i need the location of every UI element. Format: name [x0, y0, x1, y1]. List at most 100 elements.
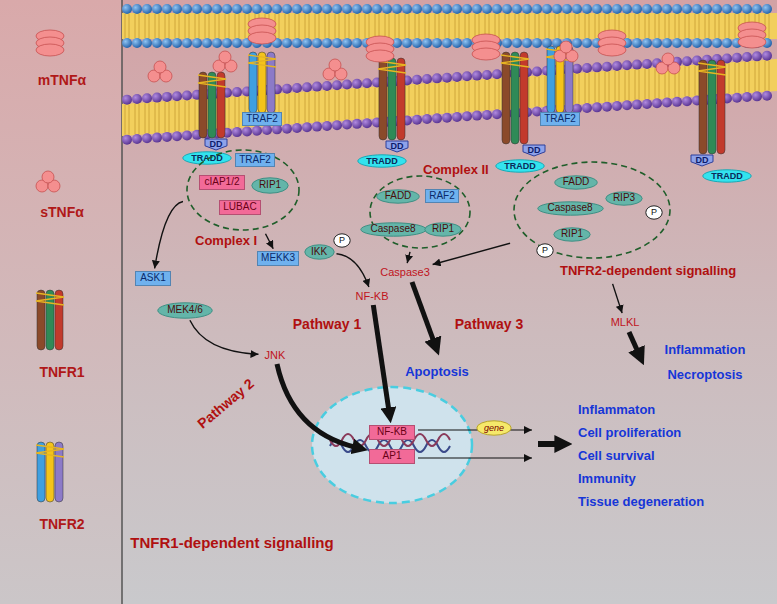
lipid-head	[432, 38, 442, 48]
lipid-head	[412, 4, 422, 14]
node-label: MLKL	[611, 317, 640, 328]
lipid-tail	[159, 103, 160, 133]
node-outline-domain	[205, 139, 227, 150]
stnf-trimer	[154, 61, 166, 73]
lipid-head	[442, 113, 452, 123]
lipid-head	[442, 38, 452, 48]
lipid-head	[572, 4, 582, 14]
lipid-tail	[175, 101, 176, 131]
lipid-head	[122, 4, 132, 14]
lipid-tail	[169, 14, 170, 38]
lipid-tail	[439, 83, 440, 113]
complex-ellipse: TNFR2-dependent signallingFADDCaspase8RI…	[512, 160, 672, 282]
lipid-head	[422, 38, 432, 48]
outcome-label: Cell proliferation	[578, 426, 681, 440]
receptor-chain	[55, 290, 63, 350]
lipid-head	[432, 73, 442, 83]
lipid-head	[442, 4, 452, 14]
node-label: P	[651, 208, 657, 217]
lipid-head	[602, 62, 612, 72]
protein-box: LUBAC	[219, 200, 261, 215]
lipid-tail	[305, 92, 306, 122]
lipid-head	[192, 4, 202, 14]
lipid-head	[152, 93, 162, 103]
node-outline-ellipse	[646, 205, 662, 218]
lipid-tail	[685, 66, 686, 96]
lipid-tail	[125, 105, 126, 135]
lipid-tail	[365, 14, 366, 38]
legend-text: sTNFα	[40, 204, 84, 220]
protein-ellipse: FADD	[554, 175, 598, 190]
lipid-tail	[335, 90, 336, 120]
lipid-head	[292, 83, 302, 93]
node-outline-ellipse	[304, 245, 333, 259]
lipid-tail	[695, 65, 696, 95]
lipid-tail	[415, 85, 416, 115]
lipid-tail	[329, 14, 330, 38]
lipid-tail	[149, 14, 150, 38]
lipid-tail	[365, 88, 366, 118]
lipid-tail	[429, 14, 430, 38]
lipid-head	[422, 4, 432, 14]
lipid-tail	[559, 14, 560, 38]
lipid-head	[162, 92, 172, 102]
lipid-head	[132, 134, 142, 144]
lipid-tail	[635, 14, 636, 38]
lipid-tail	[749, 62, 750, 92]
lipid-head	[632, 100, 642, 110]
lipid-head	[222, 4, 232, 14]
lipid-head	[752, 51, 762, 61]
lipid-head	[762, 4, 772, 14]
lipid-tail	[319, 14, 320, 38]
lipid-head	[762, 91, 772, 101]
complex-outline	[368, 174, 472, 250]
lipid-tail	[345, 14, 346, 38]
lipid-tail	[585, 73, 586, 103]
lipid-head	[342, 38, 352, 48]
lipid-head	[472, 4, 482, 14]
nucleus	[312, 387, 472, 503]
node-outline-domain	[386, 141, 408, 152]
lipid-tail	[519, 14, 520, 38]
lipid-tail	[455, 14, 456, 38]
lipid-head	[362, 118, 372, 128]
lipid-head	[452, 72, 462, 82]
lipid-tail	[505, 14, 506, 38]
outcome-label: Inflammation	[665, 343, 746, 357]
lipid-tail	[185, 101, 186, 131]
lipid-head	[212, 38, 222, 48]
lipid-head	[592, 4, 602, 14]
node-label: DD	[528, 146, 541, 155]
lipid-tail	[289, 14, 290, 38]
lipid-tail	[325, 91, 326, 121]
lipid-head	[622, 100, 632, 110]
lipid-tail	[239, 14, 240, 38]
lipid-head	[172, 4, 182, 14]
lipid-tail	[289, 94, 290, 124]
lipid-head	[172, 131, 182, 141]
lipid-tail	[215, 14, 216, 38]
lipid-tail	[495, 14, 496, 38]
lipid-tail	[229, 98, 230, 128]
stnf-trimer	[662, 53, 674, 65]
legend-item: sTNFα	[40, 203, 84, 221]
lipid-tail	[415, 14, 416, 38]
lipid-tail	[375, 87, 376, 117]
node-outline-ellipse	[158, 302, 212, 317]
kinase-box: MEKK3	[257, 251, 299, 266]
lipid-head	[352, 79, 362, 89]
transcription-factor: NF-KB	[369, 425, 415, 440]
section-label: TNFR1-dependent signalling	[130, 535, 333, 552]
node-label: RIP1	[432, 224, 454, 234]
signal-text: JNK	[261, 348, 290, 362]
node-label: TRADD	[504, 162, 536, 171]
lipid-tail	[759, 61, 760, 91]
lipid-tail	[159, 14, 160, 38]
lipid-tail	[575, 14, 576, 38]
lipid-head	[352, 4, 362, 14]
lipid-head	[142, 133, 152, 143]
lipid-head	[172, 38, 182, 48]
lipid-head	[752, 91, 762, 101]
lipid-tail	[135, 14, 136, 38]
lipid-tail	[125, 14, 126, 38]
